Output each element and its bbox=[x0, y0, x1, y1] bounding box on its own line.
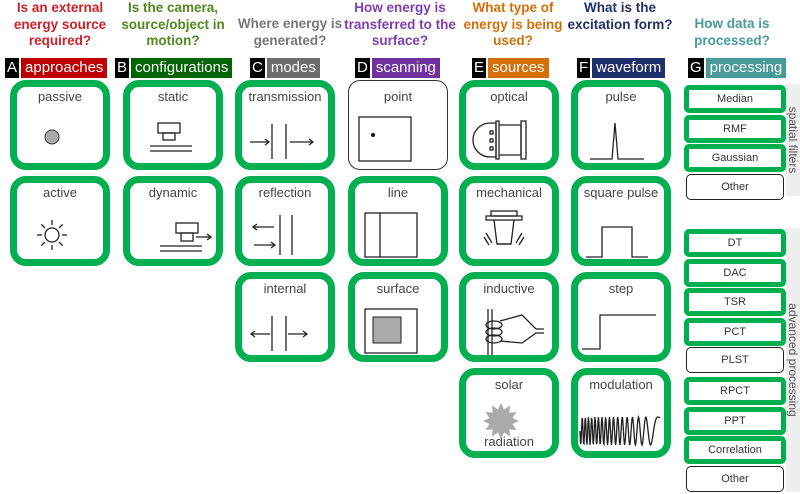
group-label: spatial filters bbox=[786, 106, 800, 174]
column-question: How data is processed? bbox=[694, 16, 770, 48]
card-label: solar bbox=[494, 377, 524, 392]
method-rpct[interactable]: RPCT bbox=[684, 377, 786, 405]
header-label: sources bbox=[488, 58, 549, 78]
card-label-2: radiation bbox=[484, 434, 534, 449]
card-label: active bbox=[43, 185, 77, 200]
method-tsr[interactable]: TSR bbox=[684, 288, 786, 317]
header-label: scanning bbox=[371, 58, 440, 78]
column-question: How energy is transferred to the surface… bbox=[344, 0, 456, 48]
header-label: configurations bbox=[131, 58, 233, 78]
method-median[interactable]: Median bbox=[684, 85, 786, 113]
card-label: reflection bbox=[258, 185, 312, 200]
column-question: What type of energy is being used? bbox=[463, 0, 563, 48]
card-optical[interactable]: optical bbox=[459, 80, 559, 170]
header-letter: A bbox=[5, 58, 20, 78]
method-ppt[interactable]: PPT bbox=[684, 406, 786, 435]
card-solar[interactable]: solar radiation bbox=[459, 368, 559, 458]
card-transmission[interactable]: transmission bbox=[235, 80, 335, 170]
card-modulation[interactable]: modulation bbox=[571, 368, 671, 458]
method-other[interactable]: Other bbox=[686, 465, 784, 492]
header-letter: F bbox=[577, 58, 591, 78]
card-label: step bbox=[608, 281, 634, 296]
card-dynamic[interactable]: dynamic bbox=[123, 176, 223, 266]
header-label: modes bbox=[266, 58, 320, 78]
card-label: internal bbox=[263, 281, 307, 296]
method-other[interactable]: Other bbox=[686, 173, 784, 200]
method-rmf[interactable]: RMF bbox=[684, 114, 786, 143]
card-label: optical bbox=[490, 89, 528, 104]
header-label: waveform bbox=[592, 58, 666, 78]
card-label: point bbox=[383, 89, 413, 104]
header-letter: B bbox=[115, 58, 130, 78]
card-passive[interactable]: passive bbox=[10, 80, 110, 170]
card-label: static bbox=[157, 89, 189, 104]
column-question: Is the camera, source/object in motion? bbox=[121, 0, 225, 48]
header-label: approaches bbox=[21, 58, 108, 78]
header-letter: C bbox=[250, 58, 265, 78]
card-line[interactable]: line bbox=[348, 176, 448, 266]
header-letter: E bbox=[472, 58, 487, 78]
column-question: Where energy is generated? bbox=[237, 16, 343, 48]
group-label: advanced processing bbox=[786, 303, 800, 417]
card-label: surface bbox=[376, 281, 420, 296]
header-letter: G bbox=[688, 58, 704, 78]
card-label: pulse bbox=[605, 89, 637, 104]
card-label: line bbox=[387, 185, 409, 200]
method-correlation[interactable]: Correlation bbox=[684, 436, 786, 465]
column-question: Is an external energy source required? bbox=[13, 0, 107, 48]
advanced-processing-group: advanced processing bbox=[786, 228, 800, 492]
card-reflection[interactable]: reflection bbox=[235, 176, 335, 266]
card-label: inductive bbox=[483, 281, 535, 296]
card-inductive[interactable]: inductive bbox=[459, 272, 559, 362]
header-label: processing bbox=[705, 58, 787, 78]
card-mechanical[interactable]: mechanical bbox=[459, 176, 559, 266]
method-dac[interactable]: DAC bbox=[684, 258, 786, 287]
card-surface[interactable]: surface bbox=[348, 272, 448, 362]
card-square-pulse[interactable]: square pulse bbox=[571, 176, 671, 266]
card-label: modulation bbox=[589, 377, 653, 392]
card-pulse[interactable]: pulse bbox=[571, 80, 671, 170]
method-plst[interactable]: PLST bbox=[686, 347, 784, 374]
method-gaussian[interactable]: Gaussian bbox=[684, 144, 786, 173]
card-static[interactable]: static bbox=[123, 80, 223, 170]
header-letter: D bbox=[355, 58, 370, 78]
card-label: passive bbox=[37, 89, 83, 104]
card-label: square pulse bbox=[583, 185, 659, 200]
card-label: mechanical bbox=[476, 185, 542, 200]
card-step[interactable]: step bbox=[571, 272, 671, 362]
card-point[interactable]: point bbox=[348, 80, 448, 170]
card-active[interactable]: active bbox=[10, 176, 110, 266]
column-question: What is the excitation form? bbox=[567, 0, 673, 32]
method-dt[interactable]: DT bbox=[684, 229, 786, 257]
card-internal[interactable]: internal bbox=[235, 272, 335, 362]
method-pct[interactable]: PCT bbox=[684, 317, 786, 346]
card-label: dynamic bbox=[148, 185, 198, 200]
card-label: transmission bbox=[248, 89, 322, 104]
spatial-filters-group: spatial filters bbox=[786, 84, 800, 196]
